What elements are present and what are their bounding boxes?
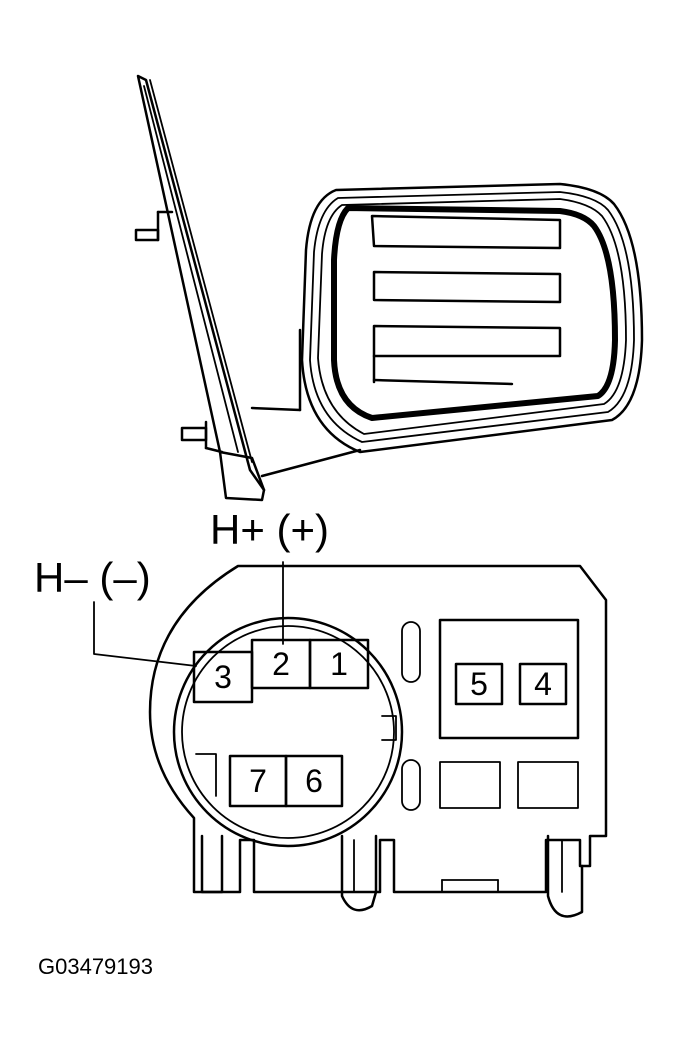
figure-code: G03479193 <box>38 954 153 979</box>
pin-label-2: 2 <box>272 646 290 682</box>
mirror-neck <box>250 328 362 478</box>
pin-label-5: 5 <box>470 666 488 702</box>
leader-line-h-minus <box>93 601 197 667</box>
mirror-connector: 1 2 3 4 5 6 7 <box>93 561 608 918</box>
terminal-pin-3: 3 <box>192 650 254 704</box>
label-h-plus: H+ (+) <box>210 506 329 553</box>
label-h-minus: H– (–) <box>34 554 151 601</box>
connector-body-outline <box>148 564 608 894</box>
mirror-housing <box>300 182 644 454</box>
terminal-pin-6: 6 <box>284 754 344 808</box>
pin-label-7: 7 <box>249 763 267 799</box>
connector-latch-legs <box>200 834 584 918</box>
connector-slot <box>401 621 421 683</box>
terminal-pin-7: 7 <box>228 754 288 808</box>
outside-mirror-illustration <box>134 74 644 502</box>
terminal-pin-4: 4 <box>518 662 568 706</box>
pin-label-6: 6 <box>305 763 323 799</box>
pin-label-3: 3 <box>214 659 232 695</box>
pin-label-1: 1 <box>330 646 348 682</box>
terminal-pin-5: 5 <box>454 662 504 706</box>
terminal-pin-2: 2 <box>250 638 312 690</box>
pin-label-4: 4 <box>534 666 552 702</box>
pin-callout-circle <box>172 616 404 848</box>
terminal-pin-1: 1 <box>308 638 370 690</box>
heater-element-bars <box>370 214 562 386</box>
cavity-block-right <box>438 618 580 740</box>
mirror-mounting-arm <box>134 74 266 502</box>
connector-slot <box>401 759 421 811</box>
